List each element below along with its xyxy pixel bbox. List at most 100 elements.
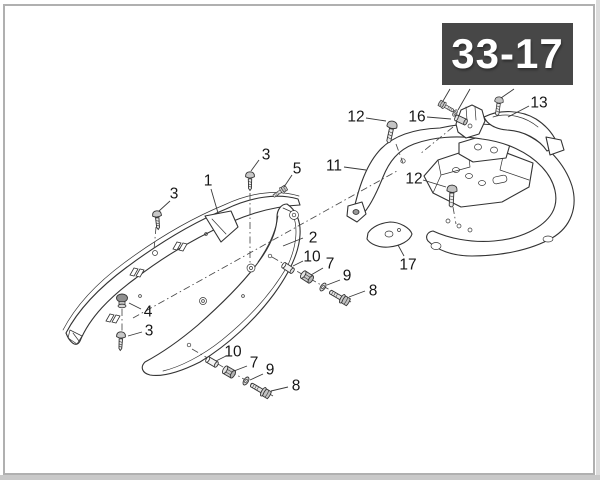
screw-3-top-icon [245, 171, 255, 191]
part-label-16: 16 [408, 109, 425, 126]
rack-bar-hole [456, 223, 462, 229]
panel-2-mount-point [267, 253, 273, 259]
callout-line-1 [210, 188, 219, 214]
page-code-text: 33-17 [451, 30, 564, 77]
panel-1-flap [204, 210, 239, 243]
callout-line-5 [283, 174, 293, 188]
axis-screw12b [452, 206, 457, 225]
callout-line-11 [343, 166, 367, 171]
callout-line-3 [250, 159, 260, 172]
callout-line-12 [365, 117, 387, 122]
page-edge-shadow-right [596, 0, 600, 480]
part-label-3: 3 [145, 323, 154, 340]
grommet-4-icon [116, 293, 128, 309]
rack-tube-hole [400, 158, 406, 164]
nut-7-lower-icon [220, 364, 238, 380]
part-label-8: 8 [292, 378, 301, 395]
callout-line-16 [426, 116, 452, 120]
part-label-12: 12 [347, 109, 364, 126]
rack-bumper [542, 235, 554, 243]
panel-2-boss [246, 263, 256, 273]
rack-hole [452, 167, 460, 173]
part-label-11: 11 [326, 158, 342, 175]
callout-line-2 [282, 237, 304, 247]
callout-line-4 [128, 302, 142, 310]
part-label-2: 2 [309, 230, 318, 247]
panel-1-edge-rail [62, 192, 300, 331]
callout-line-8 [348, 290, 366, 298]
panel-1-clip-tab [105, 313, 121, 324]
screw-3-left-icon [151, 209, 164, 231]
part-label-13: 13 [530, 95, 547, 112]
bolt-8-lower-icon [247, 379, 273, 401]
part-label-17: 17 [399, 257, 416, 274]
rack-bracket-hole [490, 146, 498, 154]
rack-foot-bolt [352, 209, 360, 215]
part-label-7: 7 [250, 355, 259, 372]
axis-screw12a [395, 143, 404, 164]
plate-17 [366, 221, 413, 248]
panel-2-boss [289, 210, 299, 220]
panel-1-screw-hole [152, 250, 158, 256]
page-code-badge: 33-17 [442, 23, 573, 85]
bracket-13 [455, 104, 565, 156]
bracket-13-clamp [455, 104, 486, 139]
rack-bumper [430, 242, 442, 250]
screw-3-bottom-icon [115, 331, 127, 352]
callout-line-8 [270, 386, 289, 392]
callout-line-9 [326, 279, 341, 286]
part-label-10: 10 [224, 344, 242, 361]
callout-line-3 [158, 200, 171, 212]
fasteners [115, 88, 515, 401]
callout-line-7 [310, 267, 324, 276]
panel-2-mount-point [186, 342, 192, 348]
washer-9-upper-icon [318, 281, 328, 293]
rack-hole [478, 180, 486, 186]
part-label-9: 9 [343, 268, 352, 285]
rack-bracket-hole [474, 143, 482, 151]
rack-bar-hole [445, 218, 451, 224]
part-label-3: 3 [262, 147, 271, 164]
rack-hole [465, 173, 473, 179]
rack-slot [492, 174, 508, 185]
bracket-13-hook [545, 136, 565, 156]
panel-2-mark [241, 294, 245, 298]
part-label-8: 8 [369, 283, 378, 300]
rack-tube-loop [351, 123, 575, 257]
panel-2-boss [199, 297, 207, 305]
callout-line-9 [249, 373, 264, 381]
callout-line-13 [507, 105, 530, 118]
washer-9-lower-icon [241, 375, 251, 387]
callout-line-10 [215, 355, 227, 362]
panel-1-mark [138, 294, 142, 298]
part-label-10: 10 [303, 249, 321, 266]
panel-1-mark [204, 232, 208, 236]
part-label-1: 1 [204, 173, 213, 190]
axis-screw3-left [153, 226, 157, 251]
part-label-5: 5 [293, 161, 302, 178]
callout-line-12 [422, 179, 447, 188]
callout-line-17 [397, 244, 405, 257]
plate-17-body [366, 221, 413, 248]
bolt-8-upper-icon [326, 286, 352, 308]
panel-1-body [65, 195, 301, 345]
callout-line-10 [292, 260, 304, 267]
axis-main [132, 170, 398, 319]
plate-17-hole [397, 228, 401, 232]
hidden-leader-lines [442, 88, 515, 111]
part-label-12: 12 [405, 171, 422, 188]
plate-17-hole [384, 230, 394, 238]
part-label-7: 7 [326, 256, 335, 273]
nut-7-upper-icon [298, 269, 316, 285]
part-label-3: 3 [170, 186, 179, 203]
panel-1-tip-detail [67, 329, 83, 345]
axis-part16 [419, 126, 454, 155]
bolt-13-area-icon [436, 99, 456, 115]
rack-bar-hole [467, 227, 473, 233]
part-label-4: 4 [144, 304, 153, 321]
panel-1 [62, 192, 301, 345]
page-edge-shadow-bottom [0, 475, 600, 480]
